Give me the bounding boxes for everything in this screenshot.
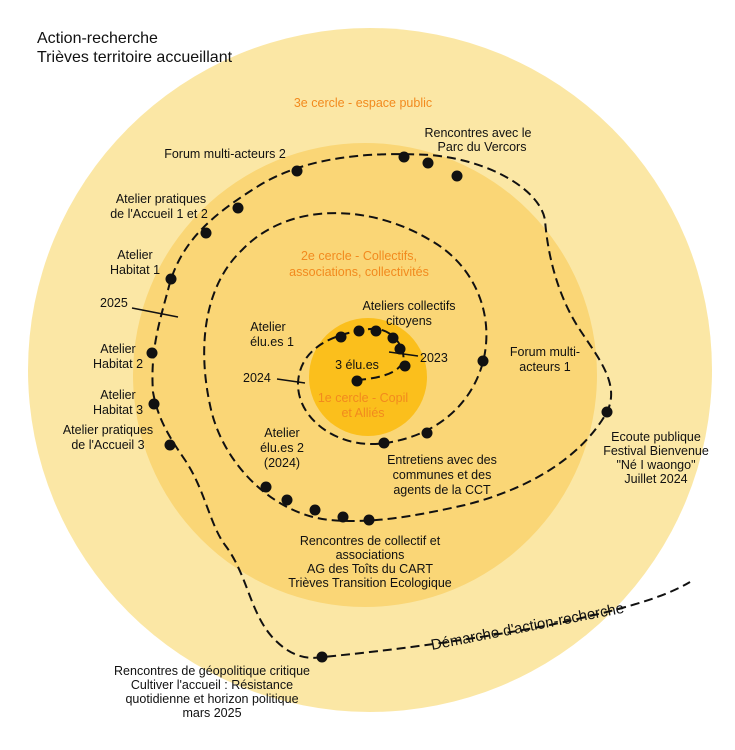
dot	[232, 202, 244, 214]
middle-circle-label-1: 2e cercle - Collectifs,	[301, 249, 417, 263]
label-atelier-pratiques-3-a: Atelier pratiques	[63, 423, 153, 437]
label-forum-multi-1-a: Forum multi-	[510, 345, 580, 359]
dot	[200, 227, 212, 239]
year-2023: 2023	[420, 351, 448, 365]
dot	[146, 347, 158, 359]
label-atelier-habitat-1-a: Atelier	[117, 248, 152, 262]
label-rencontres-vercors-2: Parc du Vercors	[438, 140, 527, 154]
label-forum-multi-1-b: acteurs 1	[519, 360, 570, 374]
tick-2023	[388, 351, 419, 357]
dot	[309, 504, 321, 516]
dot	[337, 511, 349, 523]
label-atelier-habitat-3-a: Atelier	[100, 388, 135, 402]
tick-2024	[276, 378, 306, 384]
label-geopolitique-4: mars 2025	[182, 706, 241, 720]
label-atelier-elues-2-a: Atelier	[264, 426, 299, 440]
label-forum-multi-2: Forum multi-acteurs 2	[164, 147, 286, 161]
label-ecoute-3: "Né I waongo"	[616, 458, 695, 472]
dot	[164, 439, 176, 451]
label-geopolitique-2: Cultiver l'accueil : Résistance	[131, 678, 293, 692]
label-atelier-elues-1-b: élu.es 1	[250, 335, 294, 349]
dot	[370, 325, 382, 337]
label-rencontres-collectif-4: Trièves Transition Ecologique	[288, 576, 452, 590]
dot	[387, 332, 399, 344]
label-rencontres-collectif-2: associations	[336, 548, 405, 562]
dot	[394, 343, 406, 355]
label-rencontres-vercors-1: Rencontres avec le	[424, 126, 531, 140]
label-entretiens-2: communes et des	[393, 468, 492, 482]
dot	[335, 331, 347, 343]
label-entretiens-3: agents de la CCT	[393, 483, 491, 497]
title-line-1: Action-recherche	[37, 30, 158, 47]
dot	[353, 325, 365, 337]
label-atelier-pratiques-12-a: Atelier pratiques	[116, 192, 206, 206]
label-ateliers-collectifs-2: citoyens	[386, 314, 432, 328]
label-atelier-habitat-2-b: Habitat 2	[93, 357, 143, 371]
dot	[601, 406, 613, 418]
label-ecoute-2: Festival Bienvenue	[603, 444, 709, 458]
dot	[316, 651, 328, 663]
label-geopolitique-1: Rencontres de géopolitique critique	[114, 664, 310, 678]
label-atelier-elues-2-b: élu.es 2	[260, 441, 304, 455]
middle-circle-label-2: associations, collectivités	[289, 265, 429, 279]
dot	[291, 165, 303, 177]
dot	[398, 151, 410, 163]
label-atelier-elues-1-a: Atelier	[250, 320, 285, 334]
dot	[260, 481, 272, 493]
label-atelier-pratiques-3-b: de l'Accueil 3	[71, 438, 144, 452]
dot	[165, 273, 177, 285]
dot	[148, 398, 160, 410]
label-entretiens-1: Entretiens avec des	[387, 453, 497, 467]
dot	[422, 157, 434, 169]
outer-circle-label: 3e cercle - espace public	[294, 96, 432, 110]
label-ecoute-1: Ecoute publique	[611, 430, 701, 444]
dot	[399, 360, 411, 372]
dot	[281, 494, 293, 506]
inner-circle-label-2: et Alliés	[341, 406, 384, 420]
label-rencontres-collectif-1: Rencontres de collectif et	[300, 534, 441, 548]
label-atelier-elues-2-c: (2024)	[264, 456, 300, 470]
dot	[451, 170, 463, 182]
label-atelier-habitat-1-b: Habitat 1	[110, 263, 160, 277]
label-atelier-pratiques-12-b: de l'Accueil 1 et 2	[110, 207, 208, 221]
dot	[378, 437, 390, 449]
dot	[477, 355, 489, 367]
dot	[363, 514, 375, 526]
year-2025: 2025	[100, 296, 128, 310]
label-atelier-habitat-3-b: Habitat 3	[93, 403, 143, 417]
tick-2025	[131, 307, 179, 318]
label-atelier-habitat-2-a: Atelier	[100, 342, 135, 356]
label-ecoute-4: Juillet 2024	[624, 472, 687, 486]
label-ateliers-collectifs-1: Ateliers collectifs	[362, 299, 455, 313]
center-label: 3 élu.es	[335, 358, 379, 372]
title-line-2: Trièves territoire accueillant	[37, 49, 233, 66]
label-geopolitique-3: quotidienne et horizon politique	[125, 692, 298, 706]
year-2024: 2024	[243, 371, 271, 385]
inner-circle-label-1: 1e cercle - Copil	[318, 391, 408, 405]
dot	[351, 375, 363, 387]
dot	[421, 427, 433, 439]
label-rencontres-collectif-3: AG des Toîts du CART	[307, 562, 433, 576]
